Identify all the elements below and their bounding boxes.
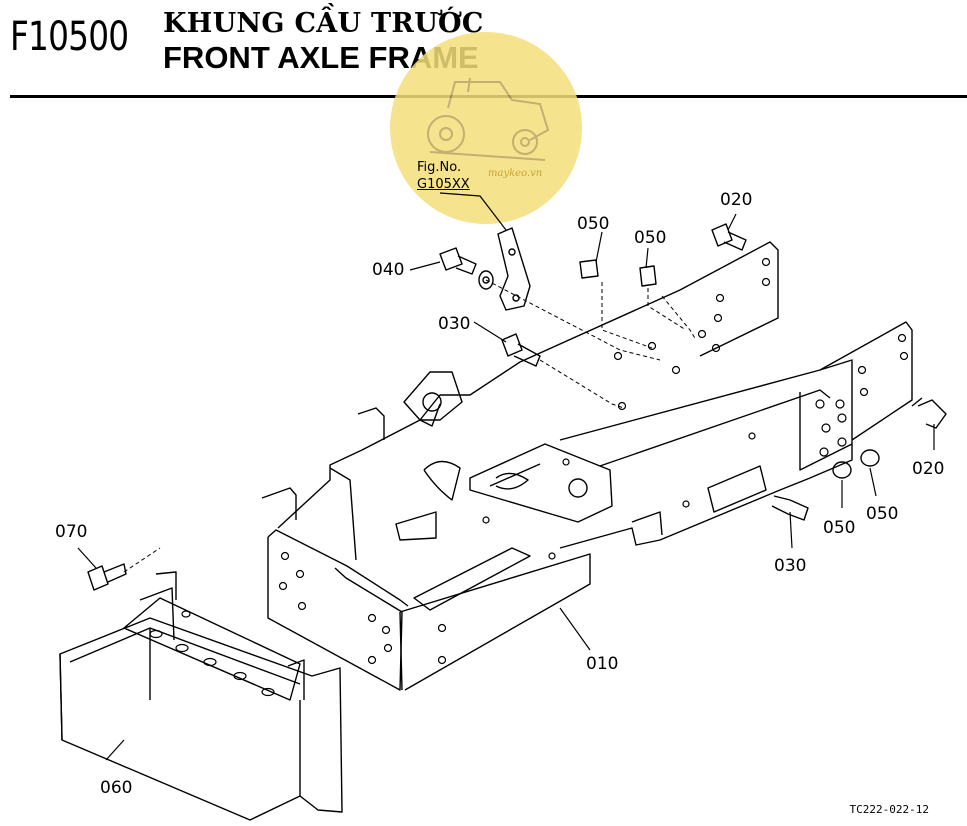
dowel-050-b <box>639 265 657 287</box>
part-label-060[interactable]: 060 <box>100 778 133 798</box>
part-label-020-top[interactable]: 020 <box>720 190 753 210</box>
part-label-030-top[interactable]: 030 <box>438 314 471 334</box>
bolt-020-right <box>911 397 947 429</box>
dowel-050-c <box>832 461 852 479</box>
part-label-030-right[interactable]: 030 <box>774 556 807 576</box>
front-weight-bracket <box>59 571 343 821</box>
fig-ref-label[interactable]: Fig.No. <box>417 160 462 175</box>
image-code: TC222-022-12 <box>849 803 929 816</box>
front-axle-frame <box>261 241 913 691</box>
watermark-logo <box>390 32 582 224</box>
bolt-040 <box>439 247 494 290</box>
bolt-070 <box>87 563 127 591</box>
part-label-010[interactable]: 010 <box>586 654 619 674</box>
part-label-050-d[interactable]: 050 <box>866 504 899 524</box>
watermark-text: maykeo.vn <box>488 168 543 179</box>
bolt-020-top <box>711 223 747 251</box>
dowel-050-a <box>579 259 599 279</box>
part-label-050-a[interactable]: 050 <box>577 214 610 234</box>
part-label-050-b[interactable]: 050 <box>634 228 667 248</box>
alignment-lines <box>123 279 697 573</box>
part-label-050-c[interactable]: 050 <box>823 518 856 538</box>
arm-bracket <box>497 227 531 311</box>
title-vietnamese: KHUNG CẦU TRƯỚC <box>163 8 484 39</box>
part-label-070[interactable]: 070 <box>55 522 88 542</box>
bolt-030-top <box>501 333 541 367</box>
part-label-040[interactable]: 040 <box>372 260 405 280</box>
part-label-020-right[interactable]: 020 <box>912 459 945 479</box>
dowel-050-d <box>860 449 880 467</box>
fig-ref-number[interactable]: G105XX <box>417 177 470 192</box>
leader-lines <box>77 192 935 761</box>
page-code: F10500 <box>10 14 129 60</box>
bolt-030-right <box>771 495 809 521</box>
